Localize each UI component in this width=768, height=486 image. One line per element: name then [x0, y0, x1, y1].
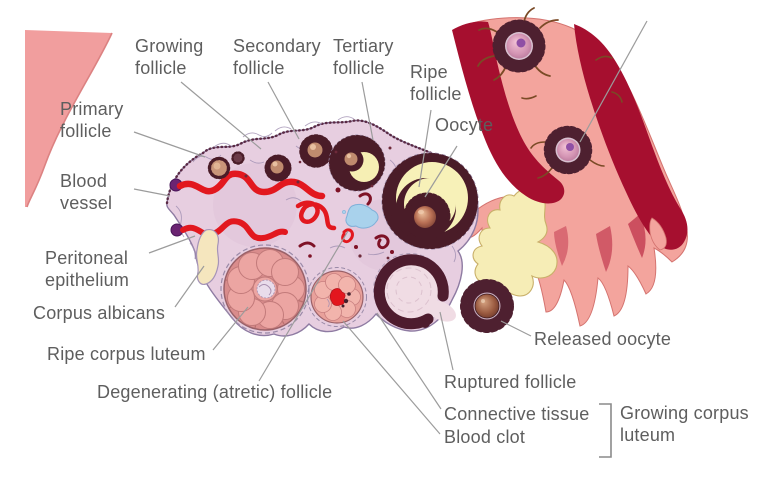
label-degenerating-follicle: Degenerating (atretic) follicle: [97, 382, 333, 402]
leader-connective-tissue: [376, 312, 442, 410]
leader-growing-follicle: [180, 81, 262, 150]
label-corpus-albicans: Corpus albicans: [33, 303, 166, 323]
label-released-oocyte: Released oocyte: [534, 329, 672, 349]
primary-follicle-shape: [207, 151, 245, 180]
leader-corpus-albicans: [174, 265, 205, 308]
leader-ruptured-follicle: [439, 311, 454, 371]
label-primary-follicle: Primary follicle: [60, 99, 124, 141]
label-connective-tissue: Connective tissue: [444, 404, 590, 424]
leader-blood-vessel: [133, 188, 171, 197]
fallopian-tube: [452, 7, 688, 327]
uterine-tissue-wedge: [25, 30, 113, 208]
stroma-specks: [244, 146, 392, 260]
tertiary-follicle-shape: [328, 134, 386, 192]
tube-wall-right: [574, 24, 688, 250]
ruptured-follicle-shape: [373, 253, 456, 330]
label-tertiary-follicle: Tertiary follicle: [333, 36, 394, 78]
leader-tube-oocyte: [579, 20, 648, 143]
label-growing-follicle: Growing follicle: [135, 36, 204, 78]
tube-wall-left: [452, 21, 565, 204]
leader-ripe-follicle: [418, 109, 432, 188]
growing-corpus-luteum-shape: [307, 267, 367, 327]
leader-oocyte: [424, 145, 458, 198]
ripe-corpus-luteum-shape: [220, 244, 310, 334]
ovary: [165, 116, 479, 337]
leader-ripe-corpus-luteum: [212, 306, 249, 351]
growing-corpus-luteum-bracket: [599, 403, 612, 458]
released-oocyte-shape: [460, 279, 514, 333]
blood-clot-shape: [329, 288, 346, 306]
tube-oocyte-1: [477, 7, 559, 81]
leader-blood-clot: [342, 320, 441, 435]
tube-oocyte-2: [530, 125, 605, 179]
ripe-follicle-shape: [381, 152, 479, 250]
growing-follicle-shape: [264, 154, 292, 182]
leader-secondary-follicle: [267, 81, 300, 140]
leader-lines: [133, 20, 648, 435]
label-growing-corpus-luteum: Growing corpus luteum: [620, 403, 749, 445]
leader-primary-follicle: [133, 131, 206, 158]
label-ripe-corpus-luteum: Ripe corpus luteum: [47, 344, 206, 364]
corpus-albicans-shape: [195, 229, 220, 285]
secondary-follicle-shape: [299, 134, 333, 168]
tube-debris-squiggles: [521, 55, 623, 103]
degenerating-follicle-shape: [345, 203, 379, 229]
label-blood-vessel: Blood vessel: [60, 171, 113, 213]
label-blood-clot: Blood clot: [444, 427, 526, 447]
venule-squiggles: [298, 192, 390, 250]
germinal-epithelium-dots: [165, 119, 438, 205]
label-oocyte: Oocyte: [435, 115, 494, 135]
leader-degenerating-follicle: [258, 230, 349, 382]
label-ripe-follicle: Ripe follicle: [410, 62, 462, 104]
leader-tertiary-follicle: [361, 81, 374, 141]
label-secondary-follicle: Secondary follicle: [233, 36, 321, 78]
leader-released-oocyte: [500, 320, 532, 337]
label-ruptured-follicle: Ruptured follicle: [444, 372, 577, 392]
leader-peritoneal-epithelium: [148, 235, 196, 254]
label-peritoneal-epithelium: Peritoneal epithelium: [45, 248, 130, 290]
